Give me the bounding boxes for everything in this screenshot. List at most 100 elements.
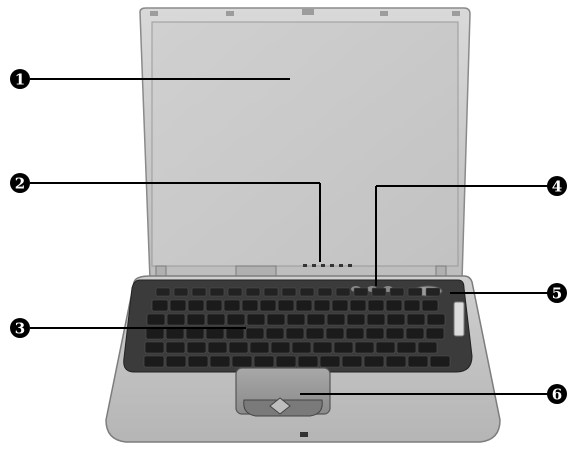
function-key [300, 288, 314, 296]
keyboard-key [206, 328, 224, 339]
keyboard-key [342, 356, 362, 367]
keyboard-key [246, 328, 264, 339]
keyboard-key [232, 356, 252, 367]
keyboard-key [430, 356, 450, 367]
keyboard-key [347, 314, 365, 325]
callout-3: 3 [10, 318, 30, 338]
keyboard-key [314, 300, 330, 311]
keyboard-key [386, 356, 406, 367]
function-key [210, 288, 224, 296]
keyboard-key [346, 328, 364, 339]
keyboard-key [386, 300, 402, 311]
keyboard-key [406, 328, 424, 339]
keyboard-key [271, 342, 290, 353]
callout-2: 2 [10, 173, 30, 193]
function-key [246, 288, 260, 296]
callout-4: 4 [547, 176, 567, 196]
keyboard-key [260, 300, 276, 311]
hinge-left [236, 266, 276, 276]
keyboard-key [286, 328, 304, 339]
keyboard-key [387, 314, 405, 325]
keyboard-key [250, 342, 269, 353]
keyboard-key [167, 314, 185, 325]
keyboard-key [147, 314, 165, 325]
keyboard-key [210, 356, 230, 367]
keyboard-key [320, 356, 340, 367]
keyboard-key [287, 314, 305, 325]
keyboard-key [397, 342, 416, 353]
keyboard-key [422, 300, 438, 311]
callout-6: 6 [547, 384, 567, 404]
keyboard-key [152, 300, 168, 311]
function-key [390, 288, 404, 296]
keyboard-key [313, 342, 332, 353]
keyboard-key [307, 314, 325, 325]
keyboard-key [166, 356, 186, 367]
keyboard-key [144, 356, 164, 367]
keyboard-key [386, 328, 404, 339]
function-key [156, 288, 170, 296]
keyboard-key [376, 342, 395, 353]
keyboard-key [170, 300, 186, 311]
function-key [408, 288, 422, 296]
keyboard-key [278, 300, 294, 311]
keyboard-key [327, 314, 345, 325]
keyboard-key [408, 356, 428, 367]
keyboard-key [187, 342, 206, 353]
keyboard-key [367, 314, 385, 325]
function-key [354, 288, 368, 296]
keyboard-key [368, 300, 384, 311]
keyboard-key [296, 300, 312, 311]
function-key [282, 288, 296, 296]
keyboard-key [145, 342, 164, 353]
function-key [318, 288, 332, 296]
callout-number-1: 1 [15, 71, 25, 89]
keyboard-key [207, 314, 225, 325]
callout-number-3: 3 [15, 320, 25, 338]
keyboard-key [366, 328, 384, 339]
keyboard-key [418, 342, 437, 353]
keyboard-key [292, 342, 311, 353]
keyboard-key [404, 300, 420, 311]
keyboard-key [254, 356, 274, 367]
callout-5: 5 [547, 283, 567, 303]
callout-number-5: 5 [552, 285, 562, 303]
keyboard-key [364, 356, 384, 367]
function-key [174, 288, 188, 296]
function-key [192, 288, 206, 296]
function-key [372, 288, 386, 296]
function-key [228, 288, 242, 296]
keyboard-key [242, 300, 258, 311]
callout-number-2: 2 [15, 175, 25, 193]
keyboard-key [186, 328, 204, 339]
keyboard-key [426, 328, 444, 339]
keyboard-key [298, 356, 318, 367]
keyboard-key [206, 300, 222, 311]
keyboard-key [276, 356, 296, 367]
front-latch [300, 432, 308, 437]
keyboard-key [355, 342, 374, 353]
keyboard-key [224, 300, 240, 311]
keyboard-key [188, 356, 208, 367]
keyboard-key [326, 328, 344, 339]
keyboard-key [267, 314, 285, 325]
keyboard-key [229, 342, 248, 353]
keyboard-key [350, 300, 366, 311]
callout-1: 1 [10, 69, 30, 89]
callout-number-4: 4 [552, 178, 562, 196]
display-screen [152, 22, 458, 266]
keyboard-key [334, 342, 353, 353]
keyboard-key [407, 314, 425, 325]
keyboard-key [208, 342, 227, 353]
keyboard-key [332, 300, 348, 311]
function-key [264, 288, 278, 296]
keyboard-key [227, 314, 245, 325]
keyboard-key [226, 328, 244, 339]
keyboard-key [247, 314, 265, 325]
laptop-lid [140, 8, 470, 280]
keyboard-key [187, 314, 205, 325]
keyboard-key [266, 328, 284, 339]
keyboard-key [427, 314, 445, 325]
keyboard-key [146, 328, 164, 339]
